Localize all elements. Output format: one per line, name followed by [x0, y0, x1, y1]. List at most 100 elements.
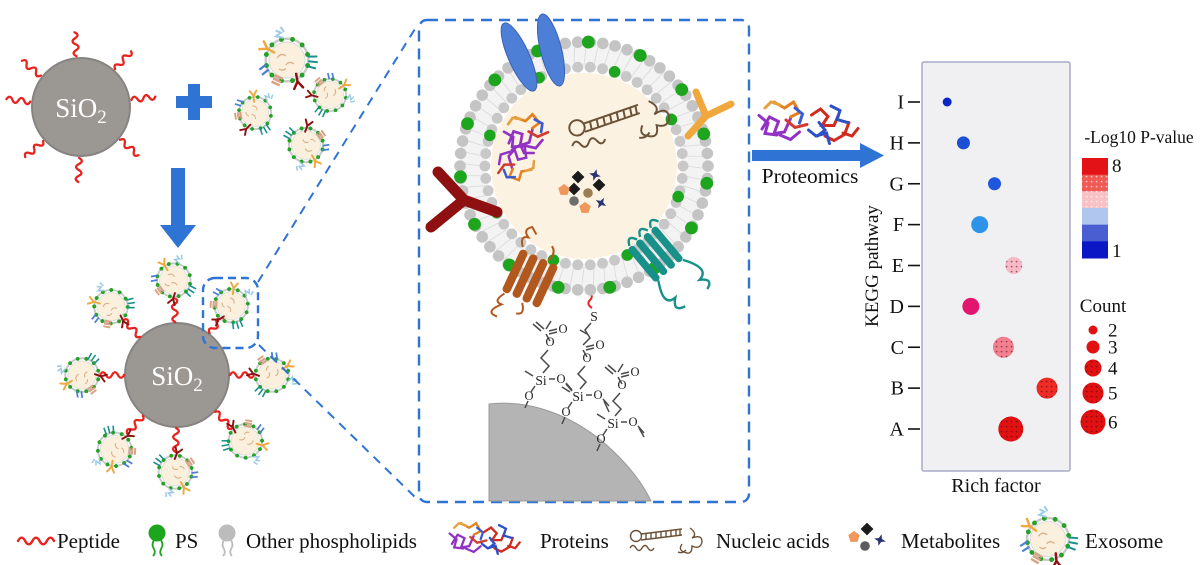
bond	[602, 428, 608, 436]
ps-dot	[675, 83, 689, 97]
lipid-tail	[631, 254, 640, 275]
phospholipid-head-outer	[702, 160, 714, 172]
count-dot	[1088, 325, 1098, 335]
atom-label: O	[617, 378, 626, 392]
data-bubble-texture	[1036, 377, 1058, 399]
atom-label: O	[595, 338, 604, 352]
phospholipid-head-outer	[632, 271, 645, 284]
nucleic-acids-icon	[629, 527, 703, 554]
lipid-tail	[593, 44, 599, 66]
proteins-icon-2	[480, 524, 521, 556]
phospholipid-head-outer	[559, 37, 572, 50]
legend-label-metabolites: Metabolites	[901, 529, 1000, 553]
bond	[548, 331, 558, 335]
count-dot-texture	[1084, 359, 1102, 377]
phospholipid-head-inner	[676, 173, 688, 184]
count-label: 2	[1108, 321, 1118, 342]
bond	[561, 386, 571, 393]
colorbar-segment	[1082, 208, 1108, 226]
phospholipid-head-inner	[491, 112, 503, 124]
data-bubble-texture	[992, 336, 1014, 358]
ps-dot	[468, 217, 481, 231]
bond	[596, 413, 606, 420]
bond	[535, 321, 545, 330]
lipid-tail	[631, 59, 644, 78]
ps-dot	[461, 117, 474, 130]
peptide-squiggle	[5, 95, 32, 106]
phospholipid-head-outer	[643, 54, 656, 67]
count-dot-texture	[1082, 382, 1104, 404]
silica-surface	[488, 402, 652, 502]
phospholipid-head-inner	[676, 148, 688, 159]
legend-label-peptide: Peptide	[57, 529, 120, 553]
peptide-squiggle	[74, 156, 83, 184]
colorbar-segment-texture	[1082, 174, 1108, 192]
atom-label: O	[628, 415, 637, 429]
sio2-particle-top	[31, 57, 131, 157]
lipid-tail	[463, 185, 485, 188]
legend-label-ps: PS	[175, 529, 198, 553]
atom-label: O	[630, 365, 639, 379]
ps-dot	[484, 129, 496, 142]
bond	[545, 320, 552, 330]
peptide-squiggle	[20, 58, 42, 78]
atom-label: O	[596, 432, 605, 446]
phospholipid-head-outer	[492, 250, 505, 262]
phospholipid-head-outer	[596, 37, 609, 50]
bond	[582, 322, 592, 346]
atom-label: Si	[572, 389, 584, 404]
colorbar-segment	[1082, 224, 1108, 242]
phospholipid-head-inner	[560, 257, 571, 269]
y-axis-label: B	[891, 378, 904, 400]
exosome-icon	[248, 18, 326, 99]
lipid-tail	[639, 65, 655, 83]
cargo-metabolites	[558, 169, 607, 213]
ps-dot	[551, 280, 565, 294]
zoom-connector-bottom	[258, 344, 419, 501]
exosome-icon	[145, 248, 204, 310]
phospholipid-head-outer	[654, 62, 666, 74]
ps-dot	[488, 73, 502, 87]
peptide-squiggle	[23, 139, 45, 159]
sio2-label-top: SiO2	[55, 93, 107, 128]
other-phospholipid-icon	[218, 524, 236, 557]
phospholipid-head-inner	[597, 63, 608, 75]
colorbar-segment	[1082, 241, 1108, 259]
right-arrow-icon	[752, 143, 884, 168]
phospholipid-head-inner	[572, 259, 584, 271]
lipid-tail	[461, 163, 484, 167]
phospholipid-head-inner	[525, 244, 537, 255]
legend-label-other-phospholipids: Other phospholipids	[246, 529, 417, 553]
lipid-tail	[667, 99, 687, 111]
atom-label: O	[593, 388, 602, 402]
colorbar-min-label: 1	[1112, 241, 1122, 262]
phospholipid-head-inner	[584, 61, 596, 73]
phospholipid-head-inner	[670, 124, 682, 135]
phospholipid-head-outer	[484, 240, 496, 253]
metabolites-icon	[848, 522, 886, 551]
ps-dot	[672, 190, 684, 203]
phospholipid-head-inner	[506, 228, 518, 240]
y-axis-title: KEGG pathway	[862, 205, 883, 327]
sio2-exosome-assembly	[49, 248, 305, 505]
peptide-squiggles-top	[5, 31, 157, 184]
phospholipid-head-outer	[663, 70, 676, 82]
y-axis-label: A	[890, 419, 905, 441]
bond	[576, 365, 588, 390]
phospholipid-head-inner	[482, 185, 494, 197]
phospholipid-head-inner	[572, 61, 584, 73]
x-axis-title: Rich factor	[951, 475, 1041, 497]
lipid-tail	[655, 81, 673, 95]
ps-dot	[684, 221, 698, 235]
legend-label-exosome: Exosome	[1085, 529, 1163, 553]
bond	[620, 371, 630, 375]
data-bubble	[971, 216, 989, 234]
phospholipid-head-inner	[620, 71, 632, 82]
lipid-tail-ring	[459, 41, 709, 291]
peptide-squiggle	[125, 414, 145, 436]
